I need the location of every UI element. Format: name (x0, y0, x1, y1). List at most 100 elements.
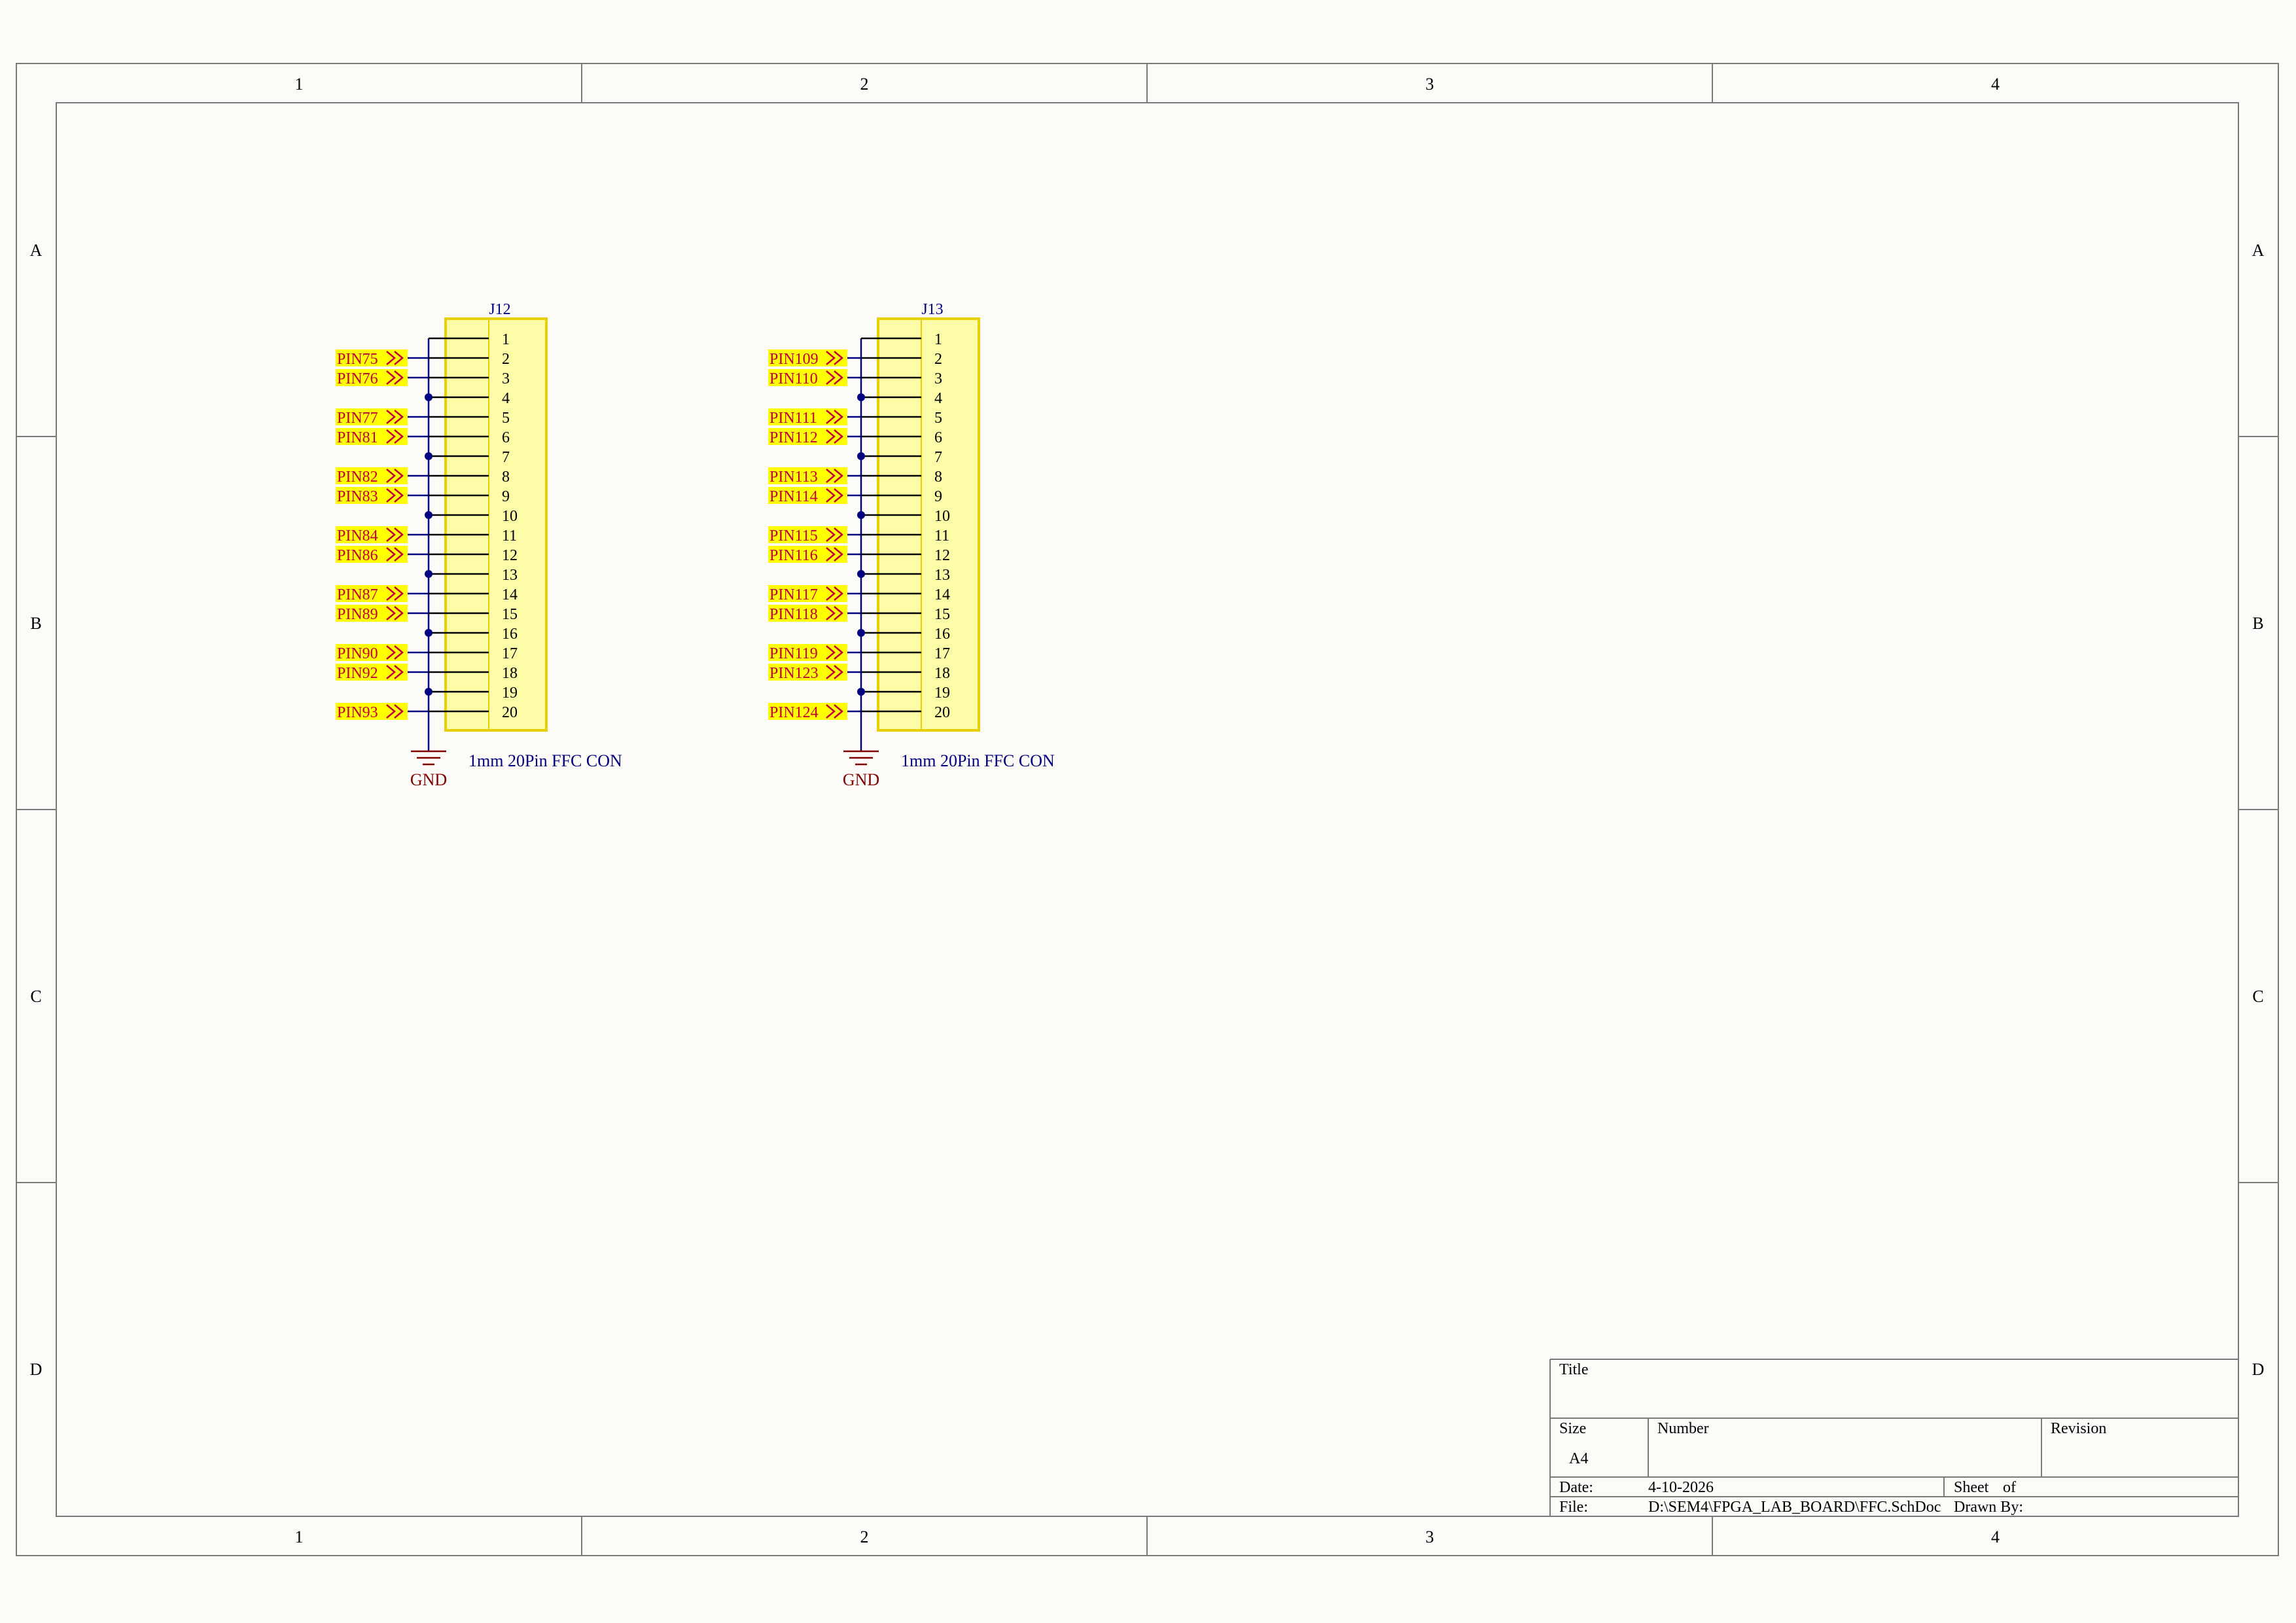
port-arrow (386, 665, 396, 679)
port-arrow (834, 370, 843, 385)
junction-dot (857, 511, 865, 519)
port-arrow (394, 606, 404, 620)
file-label: File: (1559, 1499, 1588, 1516)
junction-dot (425, 570, 433, 578)
port-arrow (826, 527, 836, 542)
port-arrow (826, 410, 836, 424)
pin-number: 10 (502, 508, 518, 525)
port-arrow (394, 527, 404, 542)
port-arrow (394, 547, 404, 562)
net-port-label: PIN118 (769, 606, 818, 623)
pin-number: 7 (502, 449, 510, 466)
port-arrow (394, 645, 404, 660)
title-label: Title (1559, 1361, 1588, 1378)
pin-number: 8 (934, 469, 942, 486)
component-comment: 1mm 20Pin FFC CON (901, 751, 1055, 770)
net-port-label: PIN113 (769, 469, 818, 486)
column-marker-top: 1 (295, 75, 304, 94)
net-port-label: PIN109 (769, 351, 819, 368)
port-arrow (386, 488, 396, 503)
net-port-label: PIN123 (769, 665, 819, 682)
net-port-label: PIN119 (769, 645, 818, 662)
pin-number: 19 (502, 685, 518, 702)
port-arrow (394, 488, 404, 503)
pin-number: 4 (934, 390, 942, 407)
row-marker-right: D (2252, 1360, 2265, 1379)
pin-number: 12 (934, 547, 950, 564)
port-arrow (394, 370, 404, 385)
port-arrow (386, 704, 396, 719)
row-marker-left: C (30, 987, 41, 1006)
column-marker-top: 2 (860, 75, 869, 94)
file-path: D:\SEM4\FPGA_LAB_BOARD\FFC.SchDoc (1648, 1499, 1941, 1516)
port-arrow (386, 606, 396, 620)
row-marker-right: B (2252, 614, 2263, 633)
port-arrow (834, 704, 843, 719)
pin-number: 20 (502, 704, 518, 721)
pin-number: 6 (934, 429, 942, 446)
pin-number: 9 (934, 488, 942, 505)
net-port-label: PIN77 (337, 410, 378, 427)
port-arrow (834, 469, 843, 483)
net-port-label: PIN86 (337, 547, 378, 564)
pin-number: 20 (934, 704, 950, 721)
junction-dot (425, 511, 433, 519)
row-marker-left: A (30, 241, 43, 260)
row-marker-right: A (2252, 241, 2265, 260)
port-arrow (826, 606, 836, 620)
pin-number: 18 (934, 665, 950, 682)
pin-number: 13 (934, 567, 950, 584)
row-marker-left: B (30, 614, 41, 633)
port-arrow (826, 469, 836, 483)
date-value: 4-10-2026 (1648, 1479, 1714, 1496)
gnd-label: GND (410, 770, 447, 789)
pin-number: 1 (502, 331, 510, 348)
junction-dot (857, 570, 865, 578)
port-arrow (834, 351, 843, 365)
of-label: of (2003, 1479, 2016, 1496)
port-arrow (386, 429, 396, 444)
pin-number: 16 (934, 626, 950, 643)
net-port-label: PIN75 (337, 351, 378, 368)
port-arrow (826, 665, 836, 679)
pin-number: 13 (502, 567, 518, 584)
net-port-label: PIN89 (337, 606, 378, 623)
port-arrow (834, 410, 843, 424)
port-arrow (826, 704, 836, 719)
pin-number: 8 (502, 469, 510, 486)
port-arrow (394, 665, 404, 679)
pin-number: 16 (502, 626, 518, 643)
net-port-label: PIN112 (769, 429, 818, 446)
pin-number: 19 (934, 685, 950, 702)
port-arrow (386, 645, 396, 660)
revision-label: Revision (2051, 1420, 2106, 1437)
junction-dot (857, 629, 865, 637)
pin-number: 4 (502, 390, 510, 407)
date-label: Date: (1559, 1479, 1593, 1496)
pin-number: 15 (934, 606, 950, 623)
net-port-label: PIN117 (769, 586, 818, 603)
port-arrow (394, 351, 404, 365)
size-value: A4 (1569, 1450, 1588, 1467)
pin-number: 3 (502, 370, 510, 387)
pin-number: 18 (502, 665, 518, 682)
pin-number: 10 (934, 508, 950, 525)
pin-number: 14 (934, 586, 950, 603)
port-arrow (834, 547, 843, 562)
port-arrow (826, 488, 836, 503)
port-arrow (386, 370, 396, 385)
port-arrow (834, 527, 843, 542)
port-arrow (386, 351, 396, 365)
junction-dot (425, 688, 433, 696)
port-arrow (826, 370, 836, 385)
port-arrow (834, 665, 843, 679)
pin-number: 1 (934, 331, 942, 348)
column-marker-bottom: 1 (295, 1527, 304, 1546)
junction-dot (857, 688, 865, 696)
port-arrow (394, 704, 404, 719)
junction-dot (857, 452, 865, 460)
port-arrow (394, 410, 404, 424)
